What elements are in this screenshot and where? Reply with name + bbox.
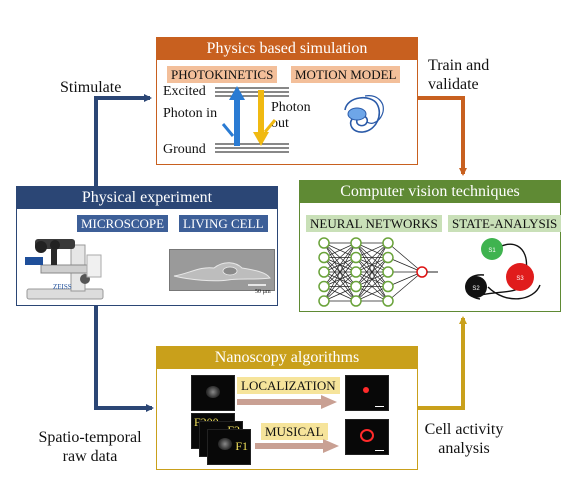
nn-connection xyxy=(355,242,389,302)
state-s1: S1 xyxy=(488,248,496,254)
nanoscopy-title: Nanoscopy algorithms xyxy=(157,347,417,369)
nn-connection xyxy=(355,286,389,302)
nn-node xyxy=(382,280,394,293)
motion-model-tag: MOTION MODEL xyxy=(291,66,401,83)
living-cell-tag: LIVING CELL xyxy=(179,215,268,232)
excited-label: Excited xyxy=(163,84,206,99)
photokinetics-tag: PHOTOKINETICS xyxy=(167,66,278,83)
state-analysis-tag: STATE-ANALYSIS xyxy=(448,215,562,232)
state-s2: S2 xyxy=(472,286,480,292)
scale-bar-text: 50 µm xyxy=(255,289,271,295)
train-validate-label: Train and validate xyxy=(428,57,490,93)
nn-node xyxy=(382,237,394,249)
nn-connection xyxy=(323,242,357,287)
stimulate-label: Stimulate xyxy=(60,79,122,96)
physical-experiment-title: Physical experiment xyxy=(17,187,277,209)
raw-data-label: Spatio-temporal raw data xyxy=(38,429,142,465)
raw-data-arrow xyxy=(94,306,154,412)
cell-activity-arrow xyxy=(417,316,467,410)
computer-vision-title: Computer vision techniques xyxy=(300,181,560,203)
nn-node xyxy=(382,251,394,264)
nn-connection xyxy=(355,242,389,258)
neural-network-diagram xyxy=(318,237,438,307)
nn-node xyxy=(382,266,394,278)
nn-connection xyxy=(323,257,357,302)
nn-connection xyxy=(355,242,389,273)
nn-connection xyxy=(323,242,357,273)
train-validate-arrow xyxy=(417,96,467,176)
nn-connection xyxy=(323,271,357,302)
nn-connection xyxy=(323,286,357,302)
nn-node xyxy=(350,251,362,264)
frame-f1-label: F1 xyxy=(235,439,248,453)
nn-connection xyxy=(387,271,423,302)
microscope-brand-text: ZEISS xyxy=(53,283,72,291)
stimulate-arrow xyxy=(94,94,152,190)
microscope-image xyxy=(25,239,104,300)
nn-connection xyxy=(387,257,423,273)
localization-output-image xyxy=(345,375,389,411)
nn-connection xyxy=(355,257,389,302)
photon-out-label: Photon out xyxy=(271,100,311,131)
ground-label: Ground xyxy=(163,142,206,157)
musical-output-image xyxy=(345,419,389,455)
localization-tag: LOCALIZATION xyxy=(237,377,340,394)
nn-connection xyxy=(387,271,423,287)
nn-node xyxy=(318,237,330,249)
localization-input-image xyxy=(191,375,235,411)
musical-arrow xyxy=(255,439,339,453)
nn-node xyxy=(350,295,362,307)
musical-tag: MUSICAL xyxy=(261,423,328,440)
nn-node xyxy=(350,280,362,293)
frame-f1: F1 xyxy=(207,429,251,465)
cell-activity-label: Cell activity analysis xyxy=(424,421,504,457)
physical-experiment-box: Physical experiment MICROSCOPE LIVING CE… xyxy=(16,186,278,306)
nn-connection xyxy=(355,271,389,302)
living-cell-image xyxy=(169,249,275,291)
nn-node xyxy=(416,266,428,278)
neural-networks-tag: NEURAL NETWORKS xyxy=(306,215,442,232)
energy-level-diagram xyxy=(215,86,289,153)
physics-simulation-box: Physics based simulation PHOTOKINETICS M… xyxy=(156,37,418,165)
localization-arrow xyxy=(237,395,337,409)
physics-simulation-title: Physics based simulation xyxy=(157,38,417,60)
photon-in-label: Photon in xyxy=(163,106,218,121)
nanoscopy-box: Nanoscopy algorithms LOCALIZATION F200 F… xyxy=(156,346,418,470)
nn-node xyxy=(382,295,394,307)
nn-connection xyxy=(323,242,357,302)
nn-node xyxy=(318,266,330,278)
nn-connection xyxy=(355,242,389,287)
nn-node xyxy=(318,251,330,264)
computer-vision-box: Computer vision techniques NEURAL NETWOR… xyxy=(299,180,562,312)
nn-connection xyxy=(387,242,423,273)
nn-node xyxy=(318,295,330,307)
nn-node xyxy=(350,237,362,249)
nn-node xyxy=(350,266,362,278)
state-s3: S3 xyxy=(516,276,524,282)
motion-model-icon xyxy=(344,95,384,133)
nn-connection xyxy=(323,242,357,258)
state-analysis-diagram: S1 S2 S3 xyxy=(465,238,541,300)
nn-node xyxy=(318,280,330,293)
microscope-tag: MICROSCOPE xyxy=(77,215,169,232)
